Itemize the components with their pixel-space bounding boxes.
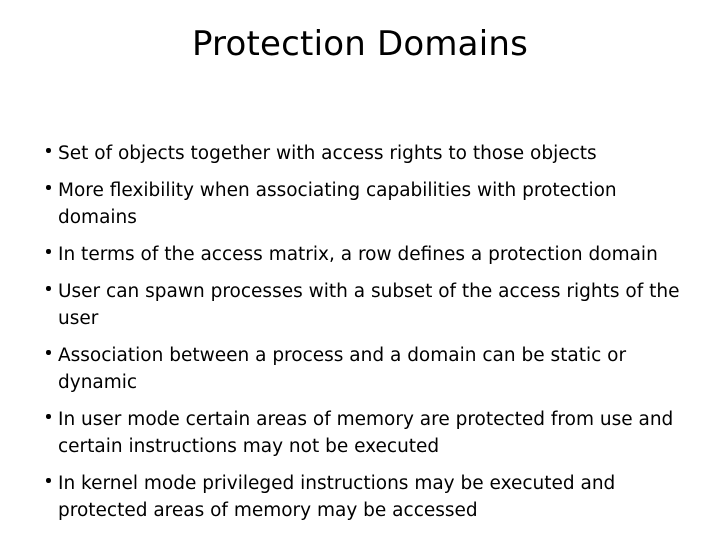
list-item: In kernel mode privileged instructions m… <box>44 470 692 524</box>
list-item-label: User can spawn processes with a subset o… <box>58 281 680 329</box>
list-item-label: Association between a process and a doma… <box>58 345 627 393</box>
list-item-label: In kernel mode privileged instructions m… <box>58 473 616 521</box>
list-item: More flexibility when associating capabi… <box>44 177 692 231</box>
bullet-dot-icon <box>46 478 51 483</box>
page-title: Protection Domains <box>191 24 529 64</box>
bullet-dot-icon <box>46 249 51 254</box>
list-item-label: In terms of the access matrix, a row def… <box>58 244 658 265</box>
list-item-label: Set of objects together with access righ… <box>58 143 597 164</box>
list-item: In terms of the access matrix, a row def… <box>44 241 692 268</box>
list-item: User can spawn processes with a subset o… <box>44 278 692 332</box>
list-item-label: More flexibility when associating capabi… <box>58 180 617 228</box>
list-item: Association between a process and a doma… <box>44 342 692 396</box>
bullet-dot-icon <box>46 414 51 419</box>
bullet-list: Set of objects together with access righ… <box>44 140 692 524</box>
list-item: In user mode certain areas of memory are… <box>44 406 692 460</box>
list-item-label: In user mode certain areas of memory are… <box>58 409 674 457</box>
bullet-dot-icon <box>46 350 51 355</box>
bullet-dot-icon <box>46 286 51 291</box>
slide-body: Set of objects together with access righ… <box>44 140 692 524</box>
bullet-dot-icon <box>46 148 51 153</box>
list-item: Set of objects together with access righ… <box>44 140 692 167</box>
bullet-dot-icon <box>46 185 51 190</box>
